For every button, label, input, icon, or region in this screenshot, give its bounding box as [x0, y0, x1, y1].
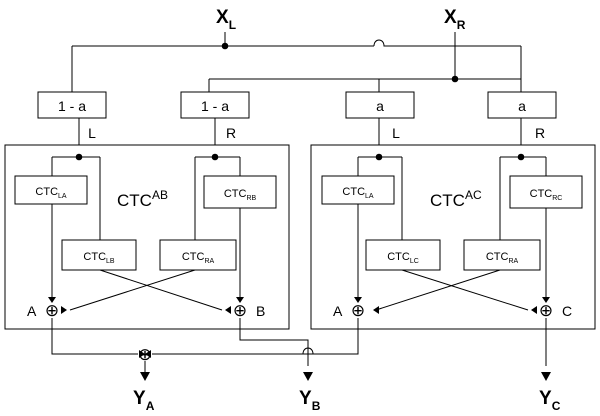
ctc-block-la	[14, 175, 88, 205]
gain-label: a	[376, 98, 384, 114]
gain-block	[345, 91, 415, 119]
arrowhead	[303, 372, 313, 381]
module-ac-wiring	[152, 156, 547, 366]
summing-node-b: ⊕	[233, 301, 247, 320]
module-ab-wiring	[51, 156, 309, 366]
junction-dot	[75, 153, 83, 161]
output-yb-label: YB	[299, 388, 321, 413]
ctc-block-lc	[365, 239, 441, 271]
arrowhead	[140, 372, 150, 381]
junction-dot	[221, 42, 229, 50]
input-wiring	[71, 32, 522, 92]
module-ctc-ac-title: CTCAC	[430, 188, 482, 210]
gain-block	[487, 91, 557, 119]
node-label-a: A	[333, 303, 343, 319]
ctc-block-label: CTCLA	[35, 186, 67, 200]
gain-block	[37, 91, 107, 119]
gain-label: a	[518, 98, 526, 114]
arrowhead	[373, 306, 379, 314]
summing-node-a: ⊕	[351, 301, 365, 320]
arrowhead	[541, 372, 551, 381]
ctc-block-label: CTCRA	[182, 251, 215, 265]
channel-label: R	[535, 125, 545, 141]
module-ctc-ab-title: CTCAB	[117, 188, 168, 210]
junction-dot	[211, 153, 219, 161]
summing-node-a: ⊕	[45, 301, 59, 320]
gain-label: 1 - a	[201, 98, 229, 114]
channel-label: R	[226, 125, 236, 141]
arrowhead	[61, 306, 67, 314]
arrowhead	[48, 297, 56, 303]
input-xl-label: XL	[216, 7, 236, 32]
ctc-block-rb	[203, 175, 277, 209]
arrowhead	[354, 297, 362, 303]
junction-dot	[517, 153, 525, 161]
gain-block	[180, 91, 250, 119]
node-label-c: C	[562, 303, 572, 319]
arrowhead	[236, 297, 244, 303]
channel-label: L	[88, 125, 96, 141]
arrowhead	[531, 306, 537, 314]
output-ya-label: YA	[133, 388, 155, 413]
ctc-block-ra	[463, 239, 541, 271]
output-yc-label: YC	[539, 388, 561, 413]
ctc-block-label: CTCLA	[342, 186, 374, 200]
junction-dot	[451, 75, 459, 83]
node-label-b: B	[256, 303, 265, 319]
ctc-block-la	[321, 175, 395, 205]
ctc-block-ra	[159, 239, 237, 271]
ctc-block-label: CTCLB	[83, 251, 115, 265]
gain-label: 1 - a	[58, 98, 86, 114]
arrowhead	[542, 297, 550, 303]
ctc-block-label: CTCRA	[486, 251, 519, 265]
ctc-block-label: CTCRC	[530, 188, 563, 202]
summing-node-ya: ⊕	[138, 345, 152, 364]
input-xr-label: XR	[444, 7, 466, 32]
ctc-block-rc	[509, 175, 583, 209]
summing-node-c: ⊕	[539, 301, 553, 320]
ctc-block-label: CTCLC	[387, 251, 419, 265]
arrowhead	[145, 350, 151, 358]
channel-label: L	[392, 125, 400, 141]
ctc-block-label: CTCRB	[224, 188, 257, 202]
junction-dot	[375, 153, 383, 161]
arrowhead	[225, 306, 231, 314]
ctc-block-lb	[61, 239, 137, 271]
node-label-a: A	[27, 303, 37, 319]
arrowhead	[139, 350, 145, 358]
